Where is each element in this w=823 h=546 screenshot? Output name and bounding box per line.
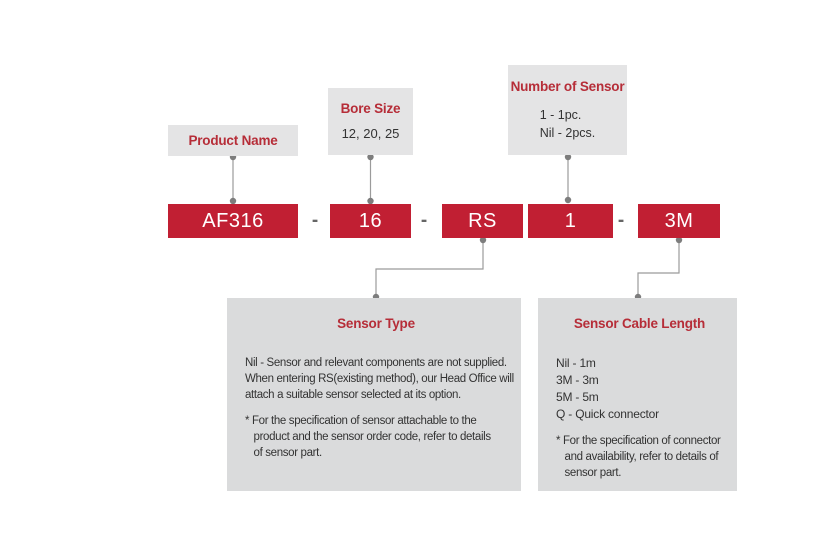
- code-separator: -: [617, 210, 625, 231]
- sensor-cable-length-options: Nil - 1m 3M - 3m 5M - 5m Q - Quick conne…: [556, 356, 659, 421]
- code-segment-sensor-count: 1: [528, 204, 613, 238]
- bore-size-values: 12, 20, 25: [341, 126, 400, 141]
- bore-size-label: Bore Size 12, 20, 25: [328, 88, 413, 155]
- bore-size-title: Bore Size: [340, 101, 401, 116]
- number-of-sensor-title: Number of Sensor: [510, 79, 625, 94]
- sensor-type-panel-title: Sensor Type: [337, 316, 415, 331]
- sensor-type-panel: Sensor Type Nil - Sensor and relevant co…: [227, 298, 521, 491]
- connector-cable-length: [637, 240, 680, 297]
- product-name-title: Product Name: [188, 133, 278, 148]
- code-segment-product: AF316: [168, 204, 298, 238]
- code-separator: -: [311, 210, 319, 231]
- sensor-cable-length-panel-title: Sensor Cable Length: [573, 316, 706, 331]
- sensor-cable-length-panel: Sensor Cable Length Nil - 1m 3M - 3m 5M …: [538, 298, 737, 491]
- sensor-cable-length-note: * For the specification of connector and…: [556, 435, 721, 479]
- number-of-sensor-options: 1 - 1pc. Nil - 2pcs.: [539, 108, 596, 140]
- code-segment-bore: 16: [330, 204, 411, 238]
- sensor-type-panel-body: Nil - Sensor and relevant components are…: [245, 357, 514, 401]
- sensor-type-panel-note: * For the specification of sensor attach…: [245, 415, 491, 459]
- code-segment-sensor-type: RS: [442, 204, 523, 238]
- code-separator: -: [420, 210, 428, 231]
- connector-sensor-type: [375, 240, 484, 297]
- number-of-sensor-label: Number of Sensor 1 - 1pc. Nil - 2pcs.: [508, 65, 627, 155]
- code-segment-cable-length: 3M: [638, 204, 720, 238]
- product-name-label: Product Name: [168, 125, 298, 156]
